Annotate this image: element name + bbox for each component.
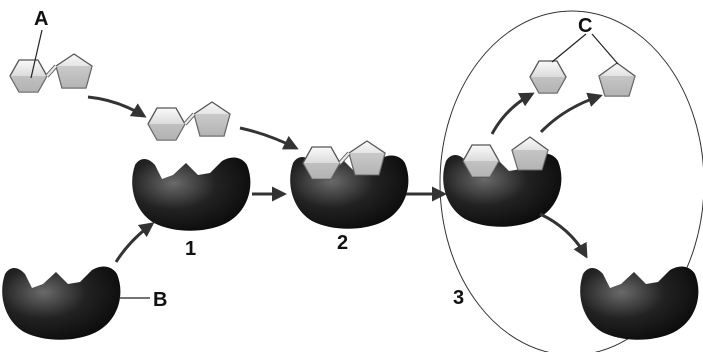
bound-product-pentagon xyxy=(511,136,549,171)
substrate-approaching xyxy=(146,100,232,142)
step-3-label: 3 xyxy=(453,287,464,309)
step-2-label: 2 xyxy=(337,232,348,254)
label-c-pointer-left xyxy=(551,33,587,63)
enzyme-released xyxy=(580,266,699,340)
label-c: C xyxy=(578,15,592,37)
label-b: B xyxy=(153,289,167,311)
arrow-b-to-enzyme-1 xyxy=(114,222,155,263)
step-1-label: 1 xyxy=(185,238,196,260)
arrow-a-to-substrate xyxy=(87,95,147,118)
enzyme-b xyxy=(2,266,121,340)
product-hexagon xyxy=(529,60,567,94)
label-a-pointer xyxy=(30,29,43,79)
label-a: A xyxy=(34,8,48,30)
product-release-circle xyxy=(439,10,703,352)
arrow-substrate-to-complex xyxy=(239,126,299,150)
product-pentagon xyxy=(598,62,636,97)
arrow-enzyme-release xyxy=(539,212,588,259)
enzyme-step-1 xyxy=(132,157,251,231)
label-c-pointer-right xyxy=(591,33,619,65)
arrow-release-pentagon xyxy=(539,92,603,134)
substrate-a xyxy=(8,52,94,94)
arrow-release-hexagon xyxy=(490,92,535,135)
